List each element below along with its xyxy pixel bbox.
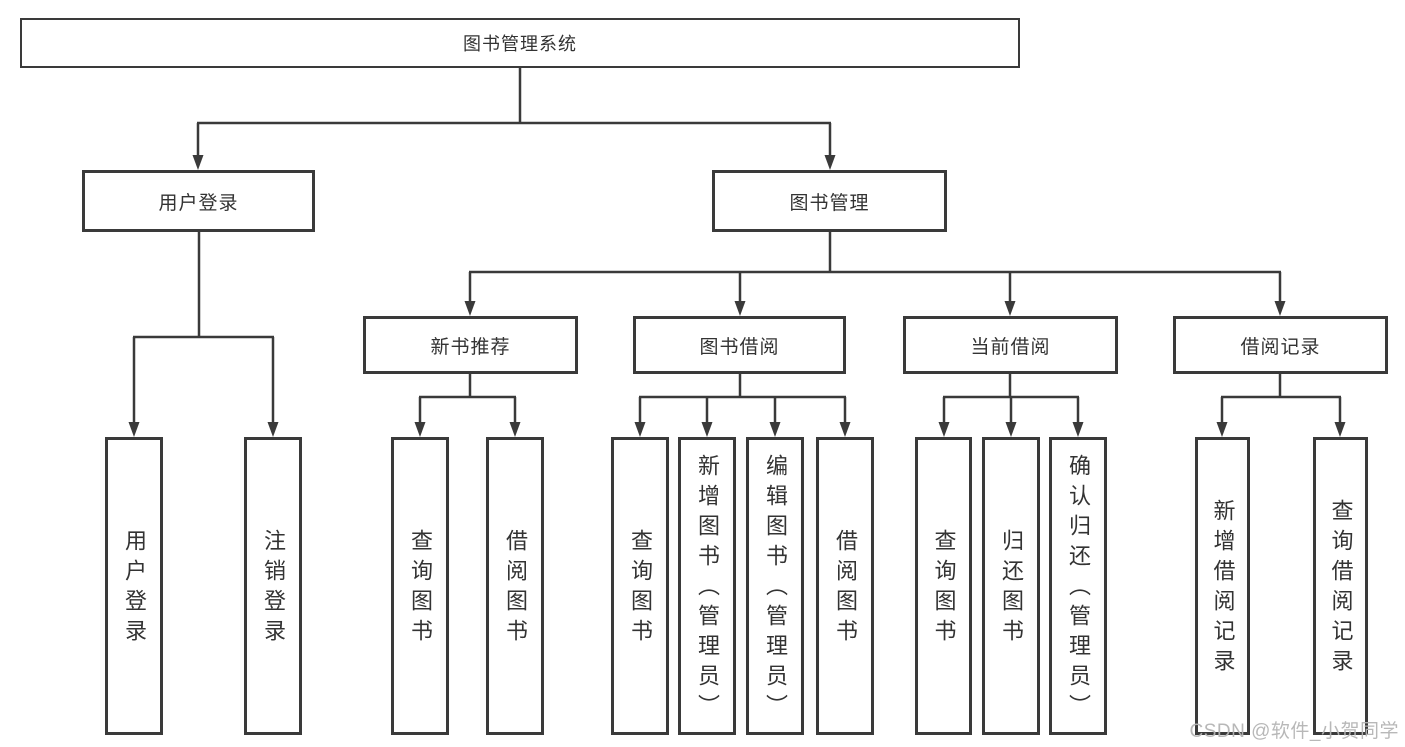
- leaf-add-borrow-record: 新增借阅记录: [1195, 437, 1250, 735]
- node-user-login: 用户登录: [82, 170, 315, 232]
- edges-current-borrow: [938, 374, 1084, 437]
- edges-book-management: [464, 232, 1286, 316]
- leaf-query-books-recommend: 查询图书: [391, 437, 449, 735]
- leaf-user-login: 用户登录: [105, 437, 163, 735]
- leaf-return-books: 归还图书: [982, 437, 1040, 735]
- node-book-borrow: 图书借阅: [633, 316, 846, 374]
- leaf-confirm-return-admin: 确认归还（管理员）: [1049, 437, 1107, 735]
- leaf-edit-books-admin: 编辑图书（管理员）: [746, 437, 804, 735]
- node-library-management-system: 图书管理系统: [20, 18, 1020, 68]
- leaf-query-books-current: 查询图书: [915, 437, 972, 735]
- leaf-logout: 注销登录: [244, 437, 302, 735]
- edges-user-login: [128, 232, 279, 437]
- edges-borrow-records: [1216, 374, 1346, 437]
- leaf-borrow-books-recommend: 借阅图书: [486, 437, 544, 735]
- leaf-borrow-books: 借阅图书: [816, 437, 874, 735]
- leaf-query-books-borrow: 查询图书: [611, 437, 669, 735]
- node-current-borrow: 当前借阅: [903, 316, 1118, 374]
- node-book-management: 图书管理: [712, 170, 947, 232]
- leaf-add-books-admin: 新增图书（管理员）: [678, 437, 736, 735]
- edges-root: [192, 68, 836, 170]
- csdn-watermark: CSDN @软件_小贺同学: [1189, 721, 1399, 742]
- node-new-book-recommend: 新书推荐: [363, 316, 578, 374]
- leaf-query-borrow-record: 查询借阅记录: [1313, 437, 1368, 735]
- node-borrow-records: 借阅记录: [1173, 316, 1388, 374]
- edges-new-book-recommend: [414, 374, 521, 437]
- edges-book-borrow: [634, 374, 851, 437]
